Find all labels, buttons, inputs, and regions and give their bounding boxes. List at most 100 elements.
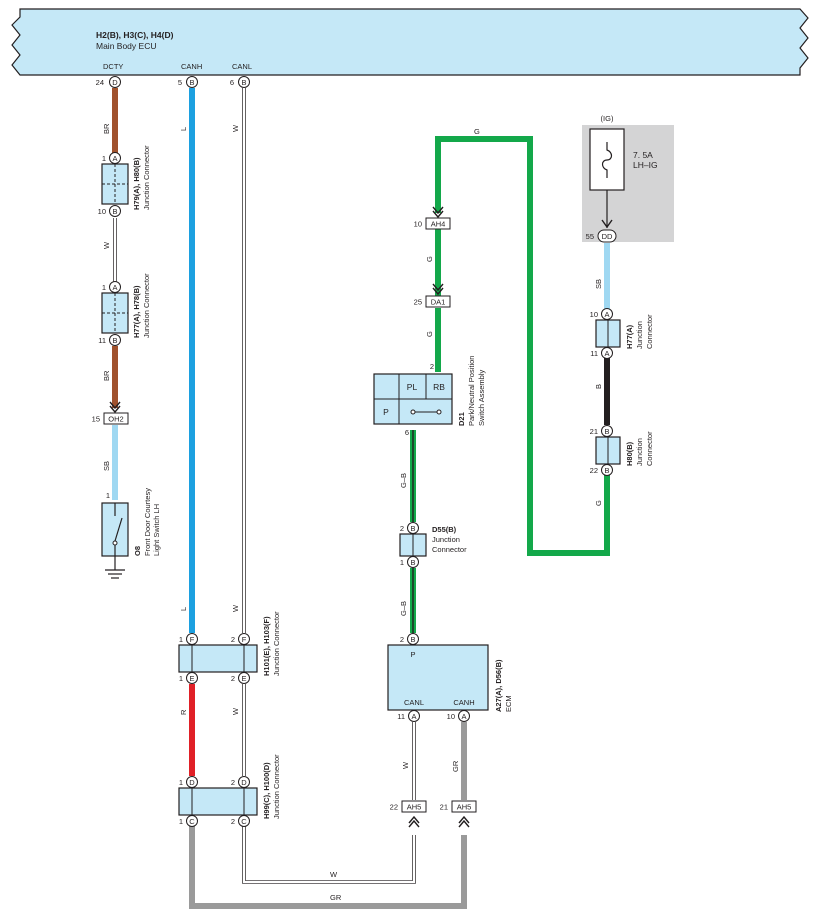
svg-text:A: A (112, 283, 117, 292)
fuse-icon (601, 142, 613, 178)
connector-d55-name: D55(B) (432, 525, 457, 534)
connector-h77r-name: H77(A) (625, 324, 634, 349)
svg-text:21: 21 (590, 427, 598, 436)
svg-text:CANL: CANL (404, 698, 424, 707)
switch-o8: 1 O8 Front Door Courtesy Light Switch LH (101, 488, 161, 579)
svg-text:11: 11 (98, 336, 106, 345)
svg-text:P: P (383, 407, 389, 417)
connector-h101-desc: Junction Connector (272, 611, 281, 676)
connector-ah4: AH4 10 (414, 206, 451, 230)
main-body-ecu-box (11, 8, 809, 76)
svg-text:6: 6 (405, 428, 409, 437)
svg-text:A: A (604, 310, 609, 319)
connector-h99-h100: D 1 D 2 C 1 C 2 H99(C), H100(D) Junction… (178, 754, 281, 827)
wire-color-labels: BR W BR SB L L W W R W G G G G–B G–B SB … (102, 123, 603, 902)
svg-text:7. 5A: 7. 5A (633, 150, 653, 160)
svg-text:D: D (112, 78, 118, 87)
svg-text:2: 2 (231, 674, 235, 683)
ecu-pin-canh: B 5 (178, 76, 198, 88)
svg-text:C: C (189, 817, 195, 826)
connector-h77-desc: Junction Connector (142, 273, 151, 338)
svg-text:B: B (604, 427, 609, 436)
label-w-1: W (102, 241, 111, 249)
svg-text:1: 1 (179, 674, 183, 683)
svg-text:A: A (461, 712, 466, 721)
svg-text:2: 2 (400, 524, 404, 533)
ecm-box: B 2 P CANL CANH A 11 A 10 A27(A), D56(B)… (387, 633, 513, 722)
svg-text:OH2: OH2 (108, 415, 123, 424)
connector-ah5-left: AH5 22 (390, 800, 427, 828)
svg-text:F: F (190, 635, 195, 644)
svg-text:(IG): (IG) (601, 114, 614, 123)
svg-text:2: 2 (430, 362, 434, 371)
svg-text:E: E (189, 674, 194, 683)
ecu-pin-dcty: D 24 (96, 76, 121, 88)
svg-text:B: B (241, 78, 246, 87)
connector-h80r-desc2: Connector (645, 431, 654, 466)
svg-text:PL: PL (407, 382, 418, 392)
label-l-1: L (179, 127, 188, 131)
connector-h80-right: B 21 B 22 H80(B) Junction Connector (590, 425, 654, 476)
connector-h77r-desc2: Connector (645, 314, 654, 349)
svg-text:1: 1 (179, 778, 183, 787)
svg-text:10: 10 (447, 712, 455, 721)
svg-text:1: 1 (179, 817, 183, 826)
label-br-1: BR (102, 123, 111, 134)
svg-text:2: 2 (231, 817, 235, 826)
label-w-ecm: W (401, 761, 410, 769)
svg-text:21: 21 (440, 803, 448, 812)
connector-oh2: OH2 15 (92, 401, 129, 425)
connector-h101-h103: F 1 F 2 E 1 E 2 H101(E), H103(F) Junctio… (178, 611, 281, 684)
ecu-subtitle: Main Body ECU (96, 41, 156, 51)
switch-d21-desc1: Park/Neutral Position (467, 356, 476, 426)
svg-text:11: 11 (590, 349, 598, 358)
wire-gr-bottom (189, 826, 467, 909)
svg-text:B: B (112, 336, 117, 345)
svg-text:P: P (410, 650, 415, 659)
svg-text:RB: RB (433, 382, 445, 392)
connector-ah5-right: AH5 21 (440, 800, 477, 828)
svg-text:C: C (241, 817, 247, 826)
ecu-pin-canl: B 6 (230, 76, 250, 88)
connector-h101-name: H101(E), H103(F) (262, 616, 271, 676)
connector-d55-desc1: Junction (432, 535, 460, 544)
svg-text:B: B (410, 524, 415, 533)
svg-text:24: 24 (96, 78, 104, 87)
label-gr-ecm: GR (451, 760, 460, 772)
label-g-da1: G (425, 331, 434, 337)
label-w-canl-3: W (231, 707, 240, 715)
svg-text:B: B (112, 207, 117, 216)
connector-d55: B 2 B 1 D55(B) Junction Connector (399, 522, 467, 568)
label-w-bottom: W (330, 870, 338, 879)
svg-text:A: A (604, 349, 609, 358)
switch-o8-name: O8 (133, 546, 142, 556)
ecu-title: H2(B), H3(C), H4(D) (96, 30, 174, 40)
switch-d21-desc2: Switch Assembly (477, 369, 486, 426)
label-br-2: BR (102, 370, 111, 381)
svg-text:CANH: CANH (453, 698, 474, 707)
label-gb-1: G–B (399, 473, 408, 488)
connector-h80r-name: H80(B) (625, 441, 634, 466)
svg-text:5: 5 (178, 78, 182, 87)
label-g-ah4: G (425, 256, 434, 262)
svg-text:B: B (410, 558, 415, 567)
switch-d21: 2 PL RB P 6 D21 Park/Neutral Position Sw… (373, 356, 486, 437)
connector-h77r-desc1: Junction (635, 321, 644, 349)
label-gr-bottom: GR (330, 893, 342, 902)
connector-h80r-desc1: Junction (635, 438, 644, 466)
svg-text:A: A (112, 154, 117, 163)
svg-text:10: 10 (98, 207, 106, 216)
label-w-canl-1: W (231, 124, 240, 132)
svg-text:1: 1 (179, 635, 183, 644)
svg-text:AH4: AH4 (431, 220, 446, 229)
svg-text:2: 2 (231, 778, 235, 787)
connector-h99-name: H99(C), H100(D) (262, 762, 271, 819)
connector-h77-name: H77(A), H78(B) (132, 285, 141, 338)
svg-text:10: 10 (414, 220, 422, 229)
connector-h79-desc: Junction Connector (142, 145, 151, 210)
svg-text:B: B (189, 78, 194, 87)
label-sb-fuse: SB (594, 279, 603, 289)
switch-d21-name: D21 (457, 412, 466, 426)
svg-text:15: 15 (92, 415, 100, 424)
label-g-top: G (474, 127, 480, 136)
